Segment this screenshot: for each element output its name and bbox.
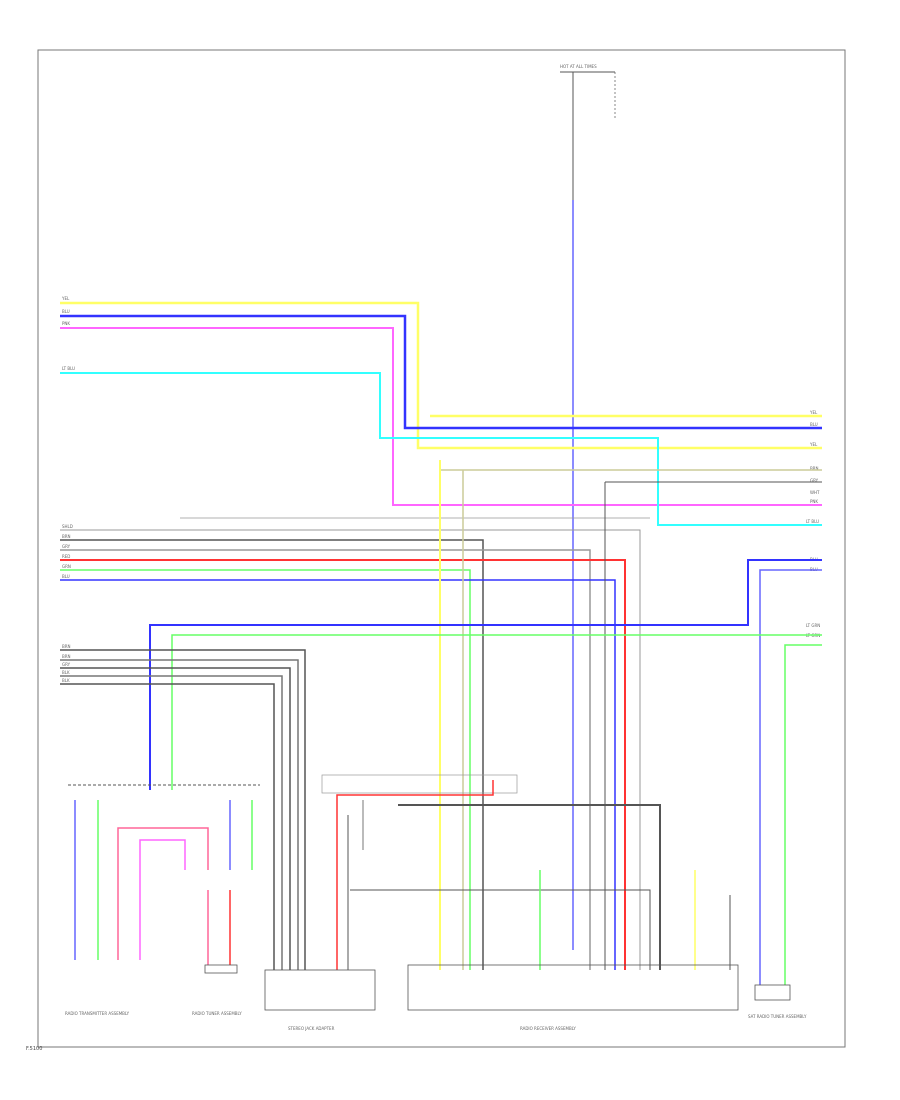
wire-label-pnk-left: PNK (62, 321, 70, 326)
svg-text:BRN: BRN (810, 466, 819, 471)
svg-text:BRN: BRN (62, 534, 71, 539)
center-switch-area (321, 774, 731, 970)
svg-text:BRN: BRN (62, 644, 71, 649)
svg-text:GRN: GRN (62, 564, 71, 569)
diagram-frame (37, 49, 846, 1048)
footer-code: F.5100 (26, 1046, 43, 1052)
left-top-wires: YEL BLU PNK LT BLU (60, 296, 822, 526)
top-feed: HOT AT ALL TIMES (560, 64, 616, 950)
low-bundle: BRN BRN GRY BLK BLK (60, 644, 306, 970)
wire-label-ltblu-left: LT BLU (62, 366, 75, 371)
svg-text:BLU: BLU (62, 574, 70, 579)
svg-text:BLK: BLK (62, 678, 70, 683)
svg-text:SHLD: SHLD (62, 524, 73, 529)
svg-text:YEL: YEL (809, 442, 818, 447)
svg-text:LT BLU: LT BLU (806, 519, 819, 524)
top-fuse-label: HOT AT ALL TIMES (560, 64, 597, 69)
left-switch-label: RADIO TUNER ASSEMBLY (192, 1011, 242, 1016)
left-module-label: RADIO TRANSMITTER ASSEMBLY (65, 1011, 130, 1016)
svg-text:BRN: BRN (62, 654, 71, 659)
right-unit-label: SAT RADIO TUNER ASSEMBLY (748, 1014, 807, 1019)
svg-text:BLK: BLK (62, 670, 70, 675)
left-bottom-components: RADIO TRANSMITTER ASSEMBLY RADIO TUNER A… (65, 784, 260, 1016)
wire-label-blu-left: BLU (62, 309, 70, 314)
adapter-label: STEREO JACK ADAPTER (288, 1026, 335, 1031)
wire-label-yel-left: YEL (61, 296, 70, 301)
svg-text:GRY: GRY (62, 544, 71, 549)
svg-text:GRY: GRY (810, 478, 819, 483)
right-runs (149, 559, 822, 985)
svg-text:YEL: YEL (809, 410, 818, 415)
svg-text:PNK: PNK (810, 499, 818, 504)
svg-text:BLU: BLU (810, 422, 818, 427)
svg-text:RED: RED (62, 554, 70, 559)
connectors: STEREO JACK ADAPTER RADIO RECEIVER ASSEM… (264, 964, 807, 1031)
svg-text:GRY: GRY (62, 662, 71, 667)
middle-bundle: SHLD BRN GRY RED GRN BLU (60, 460, 822, 970)
svg-text:WHT: WHT (810, 490, 820, 495)
svg-text:LT GRN: LT GRN (806, 623, 820, 628)
receiver-label: RADIO RECEIVER ASSEMBLY (520, 1026, 576, 1031)
